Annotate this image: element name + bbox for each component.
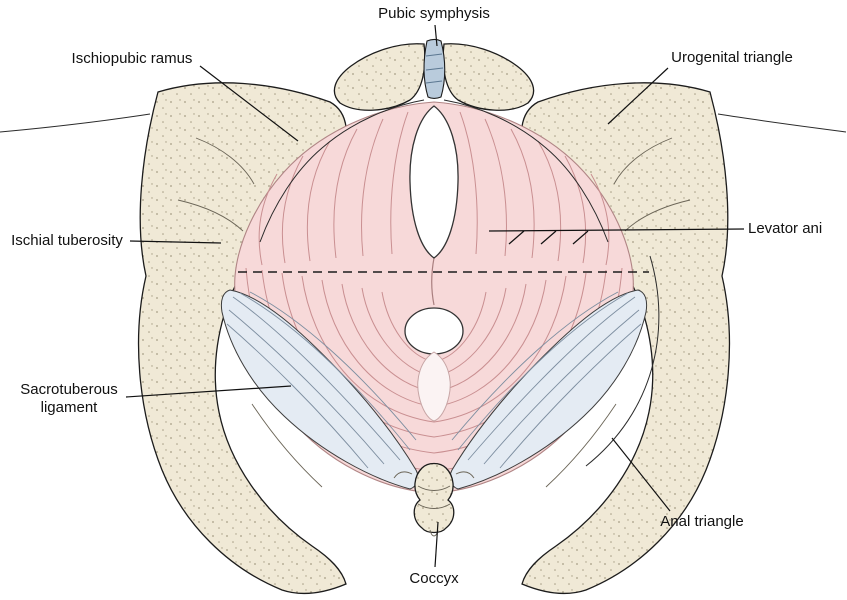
label-coccyx: Coccyx — [409, 570, 459, 587]
leader-ischiopubic-ramus — [199, 65, 299, 142]
sacrotuberous-ligament-left — [220, 289, 419, 490]
leader-pubic-symphysis — [434, 24, 438, 47]
label-ischiopubic-ramus: Ischiopubic ramus — [71, 50, 193, 67]
label-levator-ani: Levator ani — [748, 220, 823, 237]
leader-urogenital-triangle — [607, 67, 669, 125]
pubic-symphysis-cartilage — [423, 38, 446, 100]
leader-coccyx — [434, 521, 439, 568]
leader-lines — [125, 24, 745, 568]
anal-triangle-boundary-arc — [585, 255, 660, 467]
leader-ischial-tuberosity — [129, 240, 222, 244]
leader-levator-ani — [488, 228, 745, 232]
leader-sacrotuberous-ligament — [125, 385, 292, 398]
urogenital-hiatus — [409, 105, 459, 259]
label-urogenital-triangle: Urogenital triangle — [671, 49, 793, 66]
pubic-arch-lines — [259, 99, 660, 467]
sacrotuberous-ligament-right — [449, 289, 648, 490]
label-ischial-tuberosity: Ischial tuberosity — [11, 232, 123, 249]
coccyx-bone — [393, 462, 475, 537]
label-sacrotuberous-ligament: Sacrotuberous ligament — [20, 381, 118, 416]
label-pubic-symphysis: Pubic symphysis — [378, 5, 490, 22]
perineal-raphe — [431, 257, 435, 306]
anal-opening — [404, 307, 464, 422]
pubic-bone-right — [442, 43, 535, 111]
body-contour-lines — [0, 113, 847, 133]
leader-anal-triangle — [611, 437, 671, 512]
label-anal-triangle: Anal triangle — [660, 513, 744, 530]
pubic-bone-left — [333, 43, 426, 111]
